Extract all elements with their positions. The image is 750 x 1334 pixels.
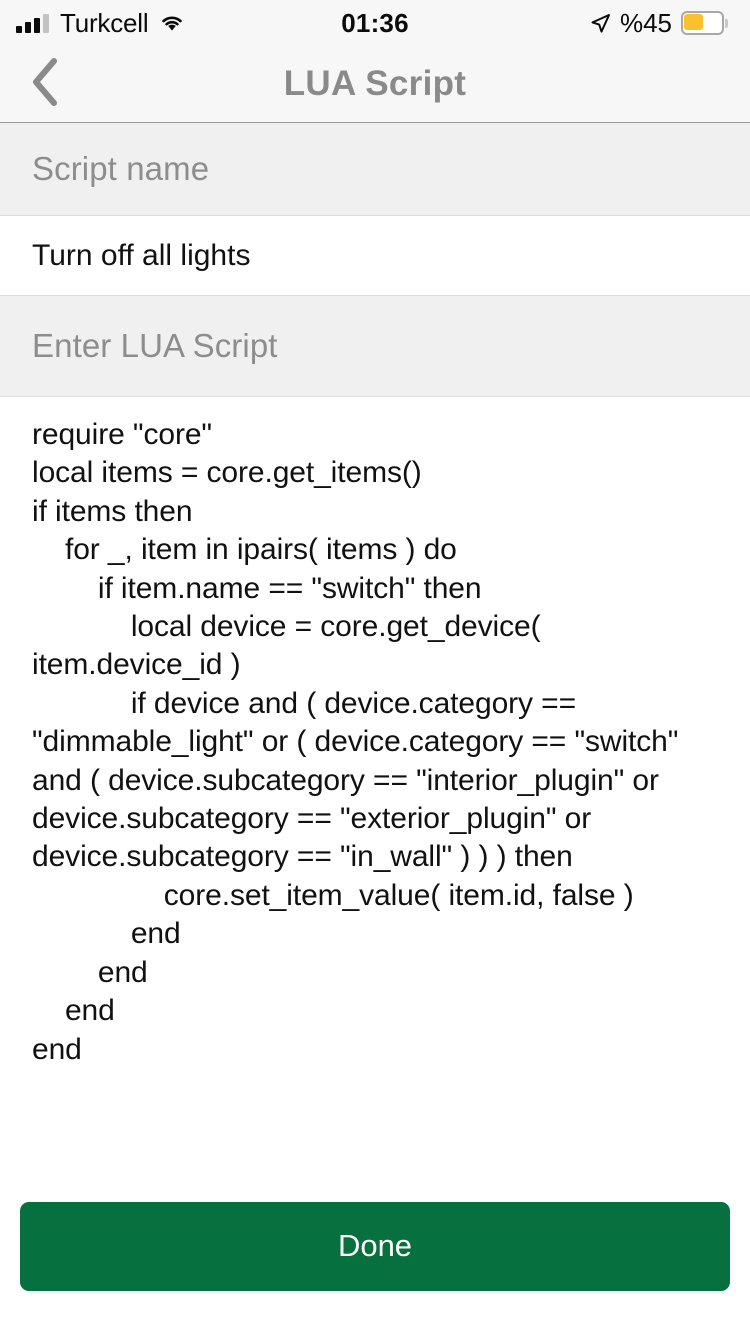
back-button[interactable] <box>8 46 82 122</box>
battery-percent-label: %45 <box>619 7 672 38</box>
lua-script-editor[interactable]: require "core" local items = core.get_it… <box>0 397 750 1190</box>
lua-script-code: require "core" local items = core.get_it… <box>32 418 679 1066</box>
clock-label: 01:36 <box>341 7 409 38</box>
carrier-label: Turkcell <box>60 7 149 38</box>
script-name-section-header: Script name <box>0 123 750 216</box>
wifi-icon <box>159 13 185 33</box>
chevron-left-icon <box>29 56 61 113</box>
lua-script-section-header: Enter LUA Script <box>0 295 750 397</box>
done-button[interactable]: Done <box>20 1201 730 1291</box>
footer-bar: Done <box>0 1190 750 1334</box>
cellular-signal-icon <box>16 13 49 33</box>
status-bar-right: %45 <box>590 8 728 39</box>
nav-bar: LUA Script <box>0 46 750 123</box>
battery-icon <box>681 11 728 35</box>
status-bar-left: Turkcell <box>16 8 185 39</box>
location-arrow-icon <box>590 13 611 34</box>
page-title: LUA Script <box>283 64 467 103</box>
script-name-header-label: Script name <box>32 150 210 187</box>
status-bar: Turkcell 01:36 %45 <box>0 0 750 46</box>
script-name-value: Turn off all lights <box>32 238 251 272</box>
lua-script-header-label: Enter LUA Script <box>32 327 278 364</box>
script-name-input[interactable]: Turn off all lights <box>0 216 750 295</box>
